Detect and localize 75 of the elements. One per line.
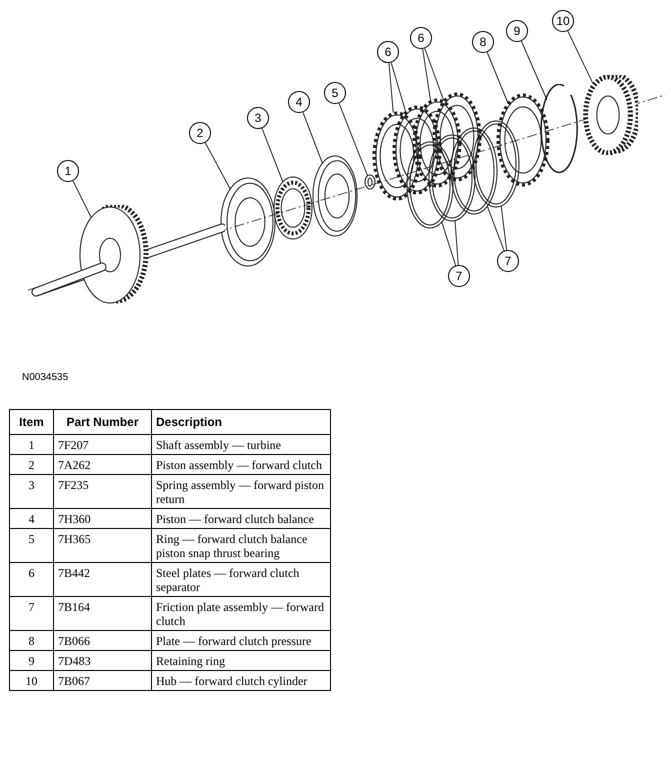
part-number: 7F207 [54, 434, 152, 454]
part-number: 7H365 [54, 528, 152, 562]
item-number: 8 [10, 630, 54, 650]
callout-number: 5 [324, 82, 346, 104]
callout-number: 3 [247, 107, 269, 129]
part-description: Piston assembly — forward clutch [152, 454, 330, 474]
callout-number: 2 [189, 122, 211, 144]
leader-line [388, 62, 394, 113]
ring-drawing [363, 173, 377, 191]
part-number: 7H360 [54, 508, 152, 528]
leader-line [72, 180, 92, 218]
part-number: 7B067 [54, 670, 152, 690]
item-number: 4 [10, 508, 54, 528]
item-number: 6 [10, 562, 54, 596]
item-number: 5 [10, 528, 54, 562]
part-number: 7B442 [54, 562, 152, 596]
leader-line [302, 112, 323, 164]
column-header: Part Number [54, 410, 152, 434]
ring-drawing [449, 126, 499, 216]
callout-number: 6 [377, 41, 399, 63]
callout-number: 7 [448, 265, 470, 287]
leader-line [204, 142, 231, 190]
disc-drawing [311, 154, 359, 238]
callout-number: 7 [497, 250, 519, 272]
gear-drawing [411, 97, 463, 189]
part-description: Steel plates — forward clutch separator [152, 562, 330, 596]
leader-line [262, 128, 284, 182]
figure-code: N0034535 [22, 372, 68, 383]
part-number: 7D483 [54, 650, 152, 670]
part-description: Shaft assembly — turbine [152, 434, 330, 454]
leader-line [454, 220, 459, 266]
column-header: Description [152, 410, 330, 434]
leader-line [486, 206, 505, 252]
ring-drawing [405, 140, 455, 230]
leader-line [422, 48, 431, 102]
callout-number: 4 [288, 91, 310, 113]
gear-drawing [431, 91, 483, 183]
part-number: 7F235 [54, 474, 152, 508]
part-description: Hub — forward clutch cylinder [152, 670, 330, 690]
ring-drawing [427, 133, 477, 223]
part-description: Spring assembly — forward piston return [152, 474, 330, 508]
item-number: 3 [10, 474, 54, 508]
callout-number: 6 [410, 27, 432, 49]
item-number: 2 [10, 454, 54, 474]
part-number: 7B164 [54, 596, 152, 630]
part-description: Piston — forward clutch balance [152, 508, 330, 528]
leader-line [338, 102, 368, 176]
part-description: Retaining ring [152, 650, 330, 670]
leader-line [424, 48, 444, 101]
clip-drawing [540, 84, 580, 176]
leader-line [486, 52, 508, 104]
callout-number: 1 [57, 160, 79, 182]
part-description: Plate — forward clutch pressure [152, 630, 330, 650]
bearing-drawing [272, 175, 314, 241]
ring-drawing [471, 119, 521, 209]
gear-drawing [495, 92, 551, 188]
item-number: 9 [10, 650, 54, 670]
part-number: 7B066 [54, 630, 152, 650]
callout-number: 10 [552, 10, 574, 32]
leader-line [390, 62, 406, 112]
leader-line [500, 206, 508, 250]
leader-line [520, 40, 548, 100]
item-number: 7 [10, 596, 54, 630]
part-description: Ring — forward clutch balance piston snap thrust bearing [152, 528, 330, 562]
part-description: Friction plate assembly — forward clutch [152, 596, 330, 630]
gear-drawing [391, 104, 443, 196]
gear-drawing [371, 110, 423, 202]
disc-drawing [219, 176, 277, 268]
column-header: Item [10, 410, 54, 434]
item-number: 1 [10, 434, 54, 454]
callout-number: 9 [506, 20, 528, 42]
leader-line [441, 222, 456, 266]
callout-number: 8 [472, 31, 494, 53]
part-number: 7A262 [54, 454, 152, 474]
item-number: 10 [10, 670, 54, 690]
